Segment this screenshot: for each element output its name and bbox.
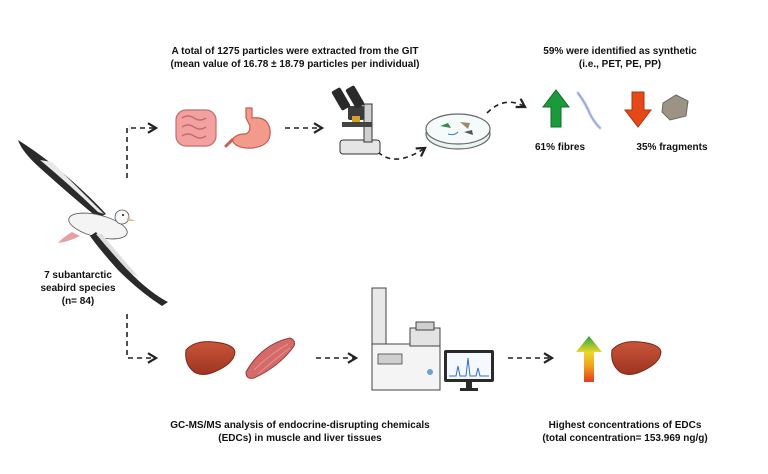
liver-icon-edc [611,341,662,375]
synthetic-caption-line2: (i.e., PET, PE, PP) [578,59,662,70]
synthetic-caption: 59% were identified as synthetic (i.e., … [520,45,720,71]
connector-bottom-vertical [126,314,159,364]
species-label-line1: 7 subantarctic [44,270,112,281]
up-arrow-icon [541,89,571,128]
fibres-label: 61% fibres [534,142,586,153]
analysis-caption-line1: GC-MS/MS analysis of endocrine-disruptin… [170,420,430,431]
microscope-icon [331,85,381,155]
connector-arrows [126,98,555,364]
extraction-caption-line2: (mean value of 16.78 ± 18.79 particles p… [170,59,420,70]
species-label-line3: (n= 84) [61,296,95,307]
muscle-icon [245,337,295,379]
species-label-line2: seabird species [40,283,116,294]
down-arrow-icon [623,91,653,128]
analysis-caption: GC-MS/MS analysis of endocrine-disruptin… [150,419,450,445]
arrow-dish-to-results [486,98,527,114]
petri-dish-icon [425,113,491,150]
species-label: 7 subantarctic seabird species (n= 84) [18,269,138,308]
edc-caption-line2: (total concentration= 153.969 ng/g) [542,433,708,444]
connector-top-vertical [126,122,159,178]
gc-ms-instrument-icon [371,287,441,391]
fragments-label: 35% fragments [636,142,708,153]
extraction-caption: A total of 1275 particles were extracted… [145,45,445,71]
fibre-icon [576,91,602,130]
synthetic-caption-line1: 59% were identified as synthetic [543,46,697,57]
intestine-icon [175,109,217,147]
extraction-caption-line1: A total of 1275 particles were extracted… [171,46,419,57]
analysis-caption-line2: (EDCs) in muscle and liver tissues [218,433,382,444]
fragment-icon [661,94,689,121]
edc-caption-line1: Highest concentrations of EDCs [548,420,702,431]
liver-icon [185,341,236,375]
arrow-microscope-to-dish [377,146,427,160]
albatross-icon [18,140,168,306]
gradient-up-arrow-icon [576,336,602,382]
monitor-chromatogram-icon [444,350,494,391]
stomach-icon [224,107,271,149]
edc-caption: Highest concentrations of EDCs (total co… [520,419,730,445]
